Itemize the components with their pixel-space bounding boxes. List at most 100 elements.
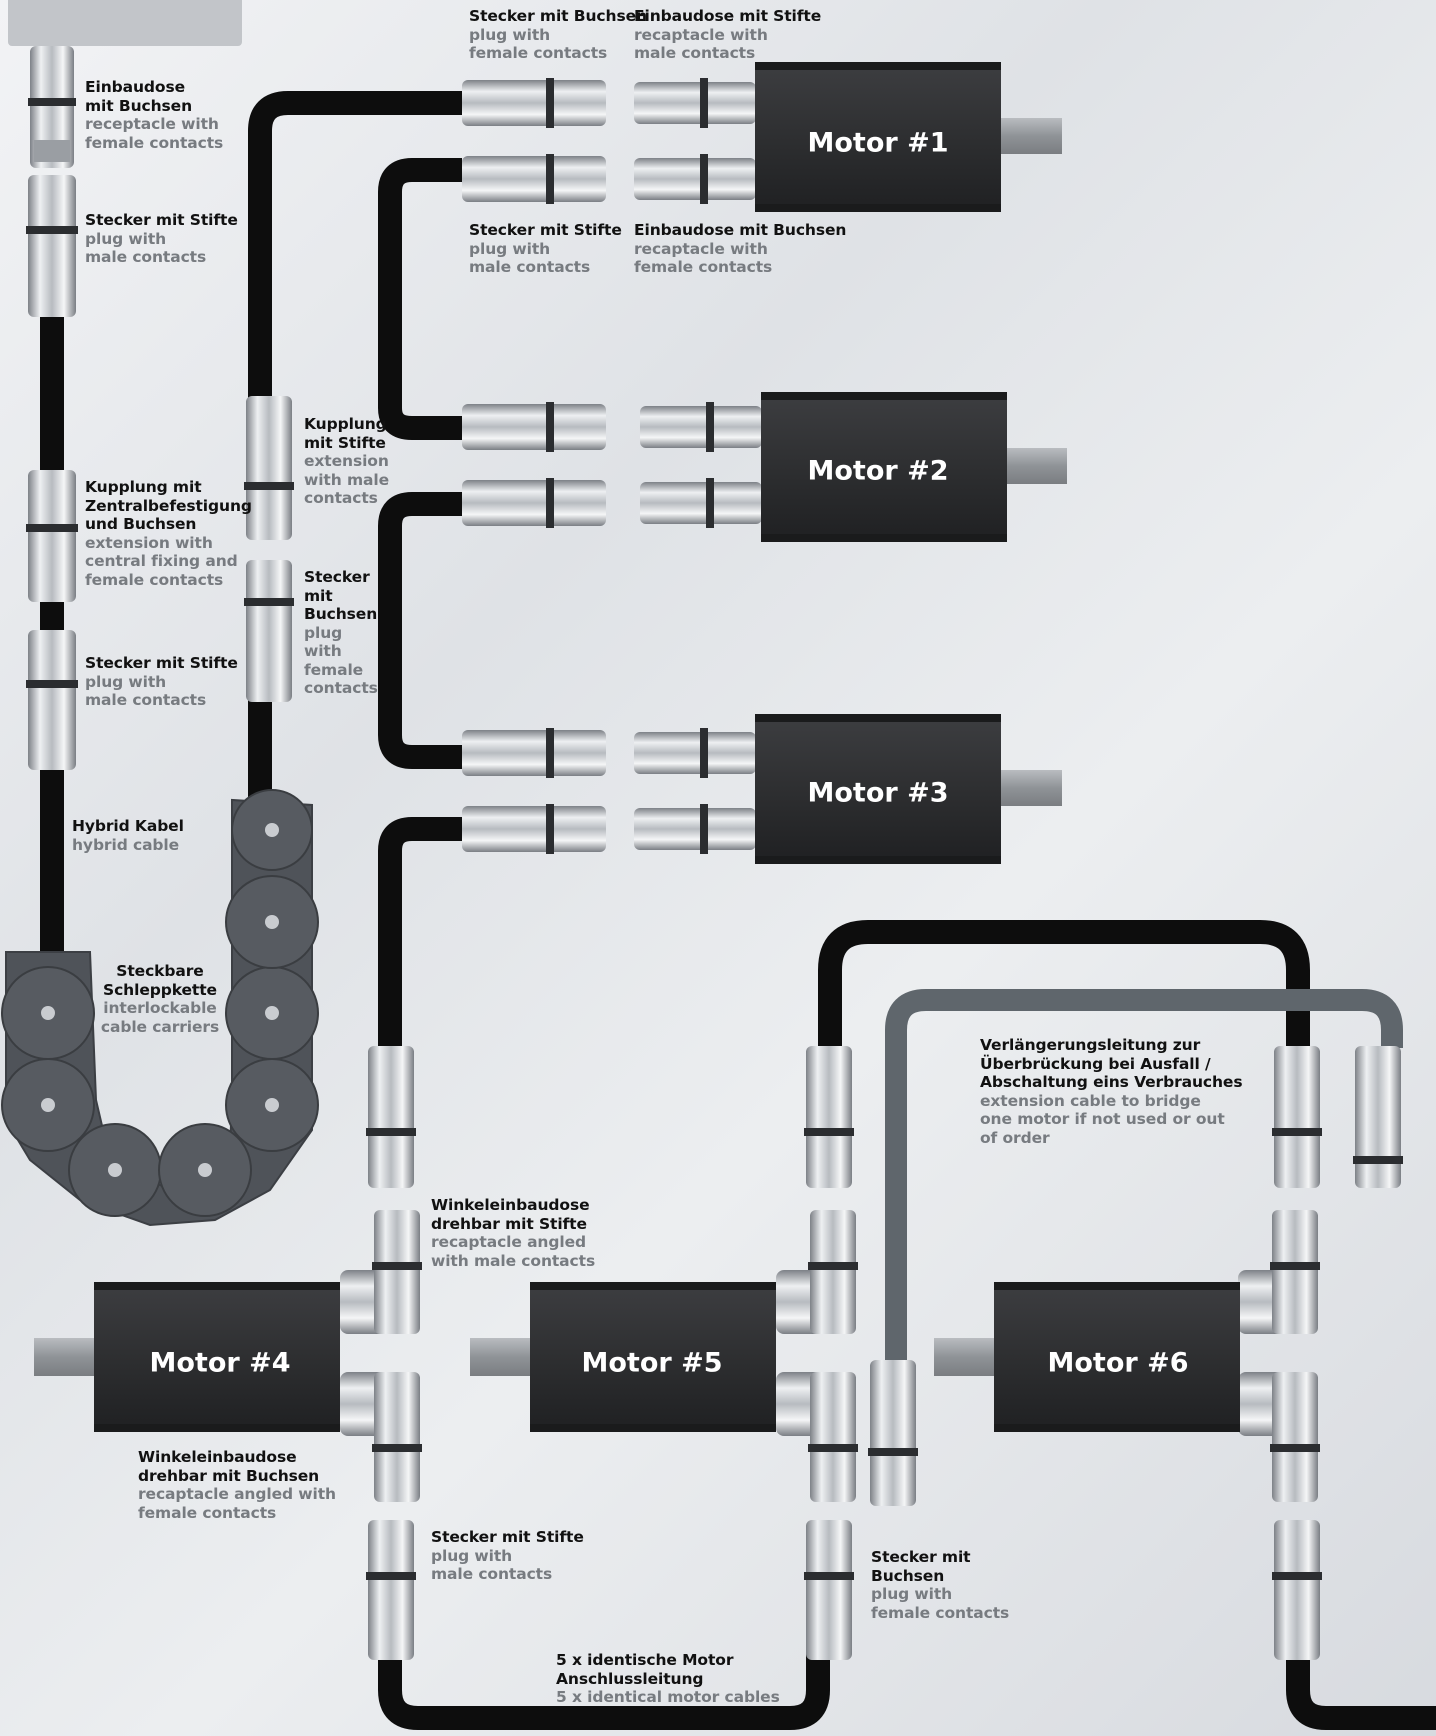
- cable-m2-m3: [378, 492, 462, 769]
- cable-m4-m5: [378, 1630, 830, 1730]
- label-hybrid-cable: Hybrid Kabel hybrid cable: [72, 817, 184, 854]
- label-left-receptacle: Einbaudose mit Buchsen receptacle with f…: [85, 78, 223, 152]
- label-de: mit Stifte: [304, 433, 386, 452]
- label-de: Überbrückung bei Ausfall /: [980, 1054, 1211, 1073]
- label-en: one motor if not used or out: [980, 1110, 1225, 1128]
- motor-5-label: Motor #5: [582, 1348, 723, 1379]
- label-en: plug with: [469, 25, 551, 44]
- cable-m5-m6-top: [818, 920, 1310, 1048]
- connector-m4-bottom: [366, 1520, 416, 1660]
- label-en: 5 x identical motor cables: [556, 1688, 780, 1706]
- label-en: of order: [980, 1128, 1050, 1147]
- connector-m4-top: [366, 1046, 416, 1188]
- label-de: Buchsen: [871, 1566, 945, 1585]
- label-en: male contacts: [85, 248, 207, 266]
- label-de: Buchsen: [304, 605, 378, 623]
- label-en: receptacle with: [85, 115, 219, 133]
- label-en: plug with: [431, 1546, 513, 1565]
- motor-5: Motor #5: [470, 1282, 776, 1432]
- label-en: plug with: [871, 1585, 953, 1603]
- label-de: Stecker mit: [871, 1548, 971, 1566]
- label-de: 5 x identische Motor: [556, 1651, 734, 1669]
- angled-receptacles: [340, 1210, 1320, 1502]
- label-de: Stecker: [304, 568, 370, 586]
- motor-3-label: Motor #3: [808, 778, 949, 809]
- label-en: contacts: [304, 489, 378, 507]
- label-en: plug with: [469, 239, 551, 258]
- label-de: und Buchsen: [85, 515, 197, 533]
- label-en: interlockable: [103, 999, 217, 1017]
- label-de: Anschlussleitung: [556, 1669, 704, 1688]
- motor-1-label: Motor #1: [808, 128, 949, 159]
- label-de: mit Buchsen: [85, 96, 193, 115]
- label-mid-plug: Stecker mit Buchsen plug with female con…: [304, 568, 378, 698]
- label-en: plug with: [85, 229, 167, 248]
- label-m1-bottom-left: Stecker mit Stifte plug with male contac…: [469, 221, 622, 277]
- connector-coupling-male: [244, 396, 294, 540]
- label-de: mit: [304, 586, 333, 605]
- label-en: plug with: [85, 672, 167, 691]
- cable-carrier: [1, 789, 319, 1227]
- label-left-plug-2: Stecker mit Stifte plug with male contac…: [85, 654, 238, 710]
- label-de: Einbaudose mit Stifte: [634, 7, 822, 25]
- label-en: with: [304, 642, 342, 660]
- label-de: drehbar mit Buchsen: [138, 1466, 320, 1485]
- motor-4: Motor #4: [34, 1282, 340, 1432]
- label-en: male contacts: [634, 44, 756, 62]
- connector-receptacle-female: [28, 46, 76, 168]
- label-en: female contacts: [469, 44, 608, 62]
- label-de: Abschaltung eins Verbrauches: [980, 1073, 1243, 1091]
- connector-ext-middle: [868, 1360, 918, 1506]
- label-de: Winkeleinbaudose: [138, 1448, 297, 1466]
- label-en: contacts: [304, 679, 378, 697]
- label-extension-cable: Verlängerungsleitung zur Überbrückung be…: [980, 1036, 1243, 1147]
- label-en: male contacts: [469, 258, 591, 276]
- connector-plug-male-2: [26, 630, 78, 770]
- connector-plug-female-mid: [244, 560, 294, 702]
- connector-m5-top: [804, 1046, 854, 1188]
- label-left-plug-1: Stecker mit Stifte plug with male contac…: [85, 211, 238, 267]
- label-m1-top-left: Stecker mit Buchsen plug with female con…: [469, 7, 647, 63]
- label-angled-female: Winkeleinbaudose drehbar mit Buchsen rec…: [138, 1448, 336, 1522]
- label-de: Einbaudose mit Buchsen: [634, 221, 847, 239]
- connector-ext-black: [1272, 1046, 1322, 1188]
- label-de: Verlängerungsleitung zur: [980, 1036, 1201, 1054]
- label-de: Stecker mit Stifte: [469, 221, 622, 239]
- horizontal-connectors: [462, 78, 762, 854]
- label-en: female contacts: [85, 133, 224, 152]
- motor-2-label: Motor #2: [808, 456, 949, 487]
- label-de: Einbaudose: [85, 78, 186, 96]
- label-en: female contacts: [871, 1603, 1010, 1622]
- top-panel: [8, 0, 242, 46]
- label-en: extension: [304, 452, 389, 470]
- label-en: male contacts: [85, 691, 207, 709]
- connector-m6-bottom: [1272, 1520, 1322, 1660]
- motor-4-label: Motor #4: [150, 1348, 291, 1379]
- label-de: Hybrid Kabel: [72, 817, 184, 835]
- label-de: Steckbare: [116, 962, 204, 980]
- label-left-coupling: Kupplung mit Zentralbefestigung und Buch…: [85, 478, 252, 589]
- cable-m6-out: [1286, 1630, 1436, 1730]
- label-angled-male: Winkeleinbaudose drehbar mit Stifte reca…: [431, 1196, 595, 1270]
- connector-ext-gray: [1353, 1046, 1403, 1188]
- label-en: hybrid cable: [72, 835, 180, 854]
- label-de: Stecker mit Buchsen: [469, 7, 647, 25]
- label-cable-carrier: Steckbare Schleppkette interlockable cab…: [100, 962, 220, 1036]
- label-en: plug: [304, 623, 343, 642]
- cable-m1-top: [248, 91, 462, 410]
- label-en: cable carriers: [100, 1017, 220, 1036]
- label-de: Kupplung mit: [85, 478, 202, 496]
- label-en: recaptacle angled with: [138, 1485, 336, 1503]
- label-en: female contacts: [85, 570, 224, 589]
- label-de: Winkeleinbaudose: [431, 1196, 590, 1214]
- motor-2: Motor #2: [761, 392, 1067, 542]
- label-en: female contacts: [138, 1503, 277, 1522]
- label-en: central fixing and: [85, 552, 238, 570]
- label-de: Zentralbefestigung: [85, 496, 252, 515]
- motor-6-label: Motor #6: [1048, 1348, 1189, 1379]
- label-de: Stecker mit Stifte: [85, 211, 238, 229]
- label-bottom-plug-female: Stecker mit Buchsen plug with female con…: [871, 1548, 1009, 1622]
- label-m1-bottom-right: Einbaudose mit Buchsen recaptacle with f…: [634, 221, 846, 277]
- label-en: with male contacts: [431, 1251, 596, 1270]
